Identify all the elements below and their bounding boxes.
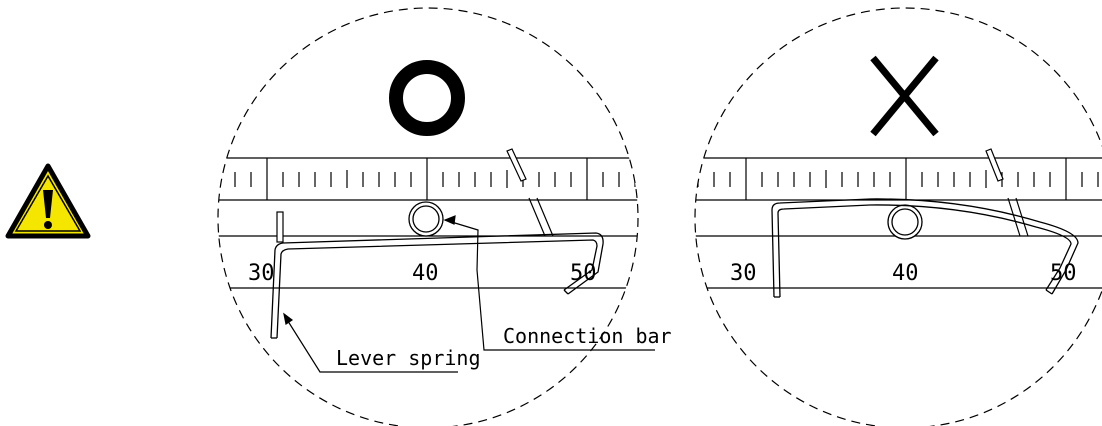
incorrect-cross-icon <box>870 55 939 137</box>
connection-bar <box>887 204 923 240</box>
scale-number-40: 40 <box>412 261 439 286</box>
lever-spring-label: Lever spring <box>336 346 481 370</box>
scale-number-30: 30 <box>248 261 275 286</box>
warning-triangle-icon <box>5 163 91 239</box>
correct-circle-icon <box>389 60 465 136</box>
scale-number-50: 50 <box>570 261 597 286</box>
lever-spring-callout <box>283 312 458 373</box>
lever-spring <box>270 232 604 339</box>
connection-bar-callout <box>443 215 655 351</box>
detail-circle <box>217 7 639 426</box>
scale-number-50: 50 <box>1050 261 1077 286</box>
scale-number-40: 40 <box>892 261 919 286</box>
scale-ticks <box>697 158 1099 200</box>
connection-bar <box>408 201 444 237</box>
panel-incorrect: 30 40 50 <box>694 7 1102 426</box>
connection-bar-label: Connection bar <box>503 324 672 348</box>
scale-number-30: 30 <box>730 261 757 286</box>
lever-spring <box>771 198 1079 298</box>
panel-correct: 30 40 50 Connection bar Lever spring <box>217 7 672 426</box>
scale-ticks <box>218 158 636 200</box>
